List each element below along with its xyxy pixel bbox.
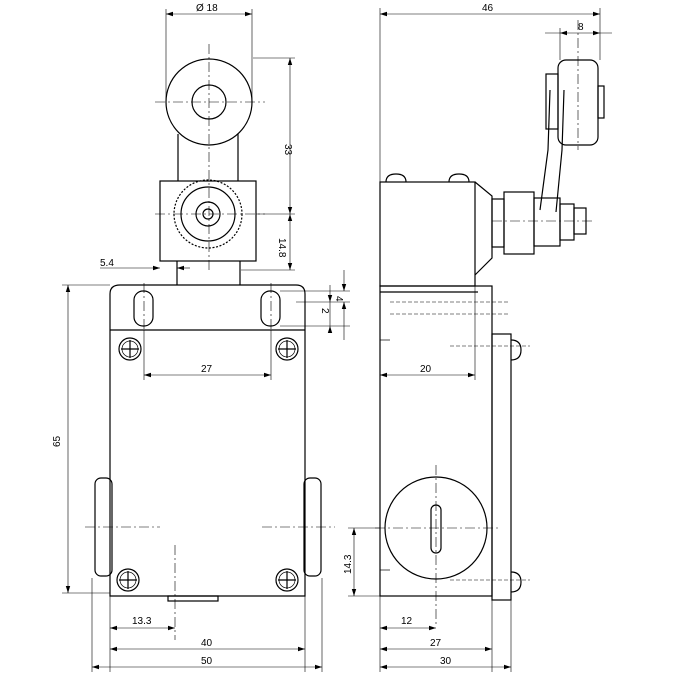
side-view xyxy=(375,20,605,625)
plate-bolt xyxy=(510,571,522,593)
dim-cable-entry-height: 14.3 xyxy=(343,554,354,574)
dim-slot-length: 4 xyxy=(333,296,344,302)
bottom-tab xyxy=(167,595,219,602)
side-roller-pin xyxy=(597,85,605,119)
side-actuator-head xyxy=(379,181,476,287)
lever-arm xyxy=(177,134,239,181)
dim-mounting-spacing-bottom: 40 xyxy=(201,638,213,649)
front-body xyxy=(109,284,306,597)
dim-body-width: 50 xyxy=(201,656,213,667)
neck xyxy=(176,261,241,285)
screw-icon xyxy=(275,337,299,361)
screw-icon xyxy=(275,568,299,592)
side-dimensions: 46 8 20 14.3 12 27 30 xyxy=(343,3,612,672)
dim-slot-offset: 2 xyxy=(319,308,330,314)
screw-icon xyxy=(118,337,142,361)
front-view xyxy=(85,44,335,640)
dim-lever-length: 33 xyxy=(282,144,293,156)
dim-cable-entry-depth: 12 xyxy=(401,616,413,627)
shaft-outer xyxy=(180,186,236,242)
shaft-collar xyxy=(503,191,535,255)
shaft-tip xyxy=(559,203,575,241)
head-screw xyxy=(385,173,407,183)
slot-right xyxy=(260,290,281,327)
dim-body-depth-upper: 20 xyxy=(420,364,432,375)
dim-mounting-depth: 27 xyxy=(430,638,442,649)
slot-left xyxy=(133,290,154,327)
mounting-plate xyxy=(491,333,512,601)
dim-offset: 5.4 xyxy=(100,258,114,269)
side-roller-hub xyxy=(545,73,559,130)
plate-bolt xyxy=(510,339,522,361)
head-screw xyxy=(448,173,470,183)
front-dimensions: Ø 18 33 14.8 5.4 4 2 27 xyxy=(52,3,350,672)
dim-body-height: 65 xyxy=(52,435,63,447)
side-lever xyxy=(539,89,565,213)
shaft-bushing xyxy=(491,198,505,248)
dim-body-depth: 30 xyxy=(440,656,452,667)
dim-cable-entry-offset: 13.3 xyxy=(132,616,152,627)
dim-roller-width: 8 xyxy=(578,22,584,33)
screw-icon xyxy=(116,568,140,592)
dim-roller-diameter: Ø 18 xyxy=(196,3,218,14)
dim-mounting-spacing-top: 27 xyxy=(201,364,213,375)
actuator-head xyxy=(159,180,257,262)
dim-shaft-height: 14.8 xyxy=(276,238,287,258)
dim-overall-depth: 46 xyxy=(482,3,494,14)
